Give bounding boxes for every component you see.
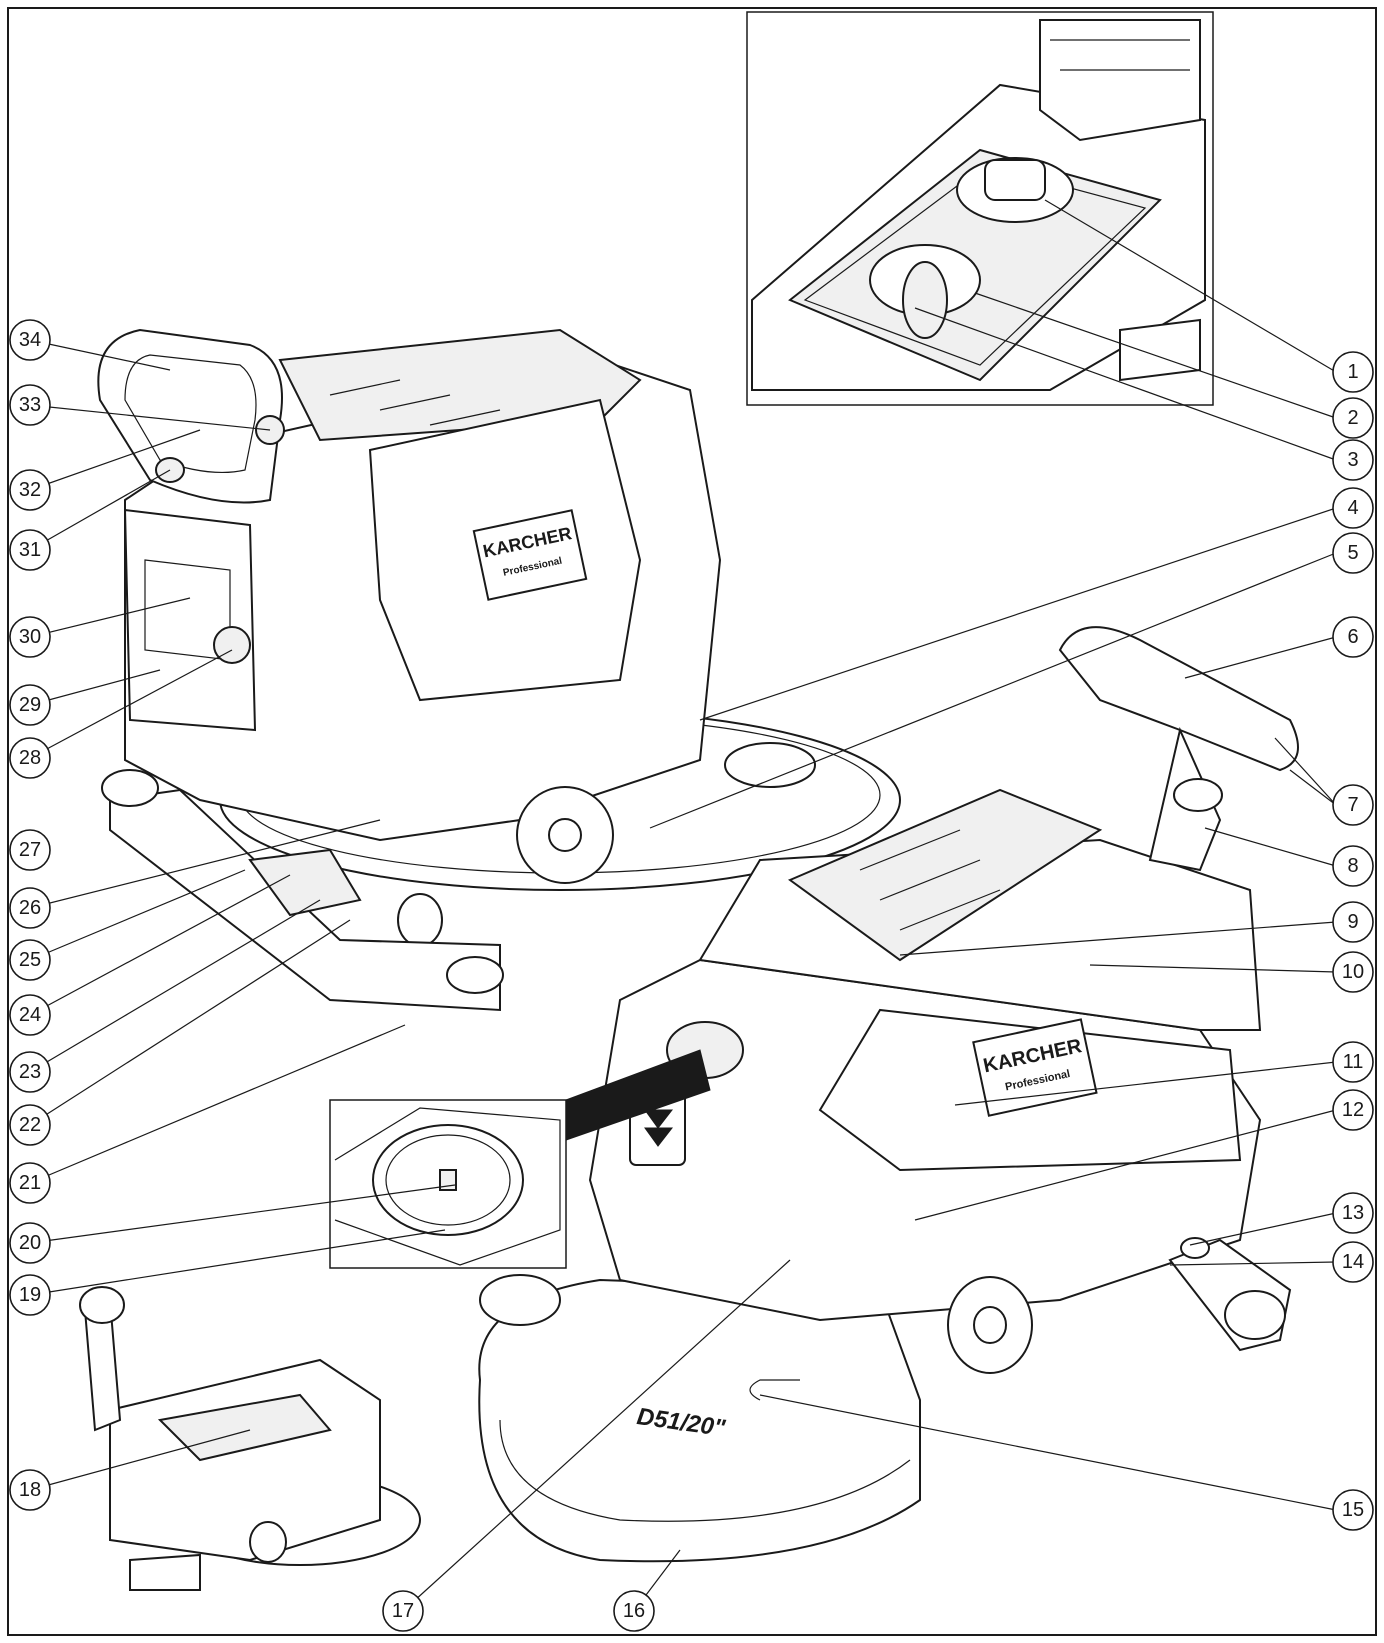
callout-5: 5 — [1332, 532, 1374, 574]
callout-24: 24 — [9, 994, 51, 1036]
callout-label: 23 — [19, 1061, 41, 1083]
callout-label: 12 — [1342, 1099, 1364, 1121]
callout-30: 30 — [9, 616, 51, 658]
callout-18: 18 — [9, 1469, 51, 1511]
callout-label: 4 — [1347, 497, 1358, 519]
callout-label: 32 — [19, 479, 41, 501]
callout-8: 8 — [1332, 845, 1374, 887]
callout-label: 15 — [1342, 1499, 1364, 1521]
callout-2: 2 — [1332, 397, 1374, 439]
callout-label: 19 — [19, 1284, 41, 1306]
callout-20: 20 — [9, 1222, 51, 1264]
callout-label: 33 — [19, 394, 41, 416]
machine-rear-view: KARCHER Professional — [97, 328, 901, 1012]
machine-front-view: D51/20" KARCHER Professional — [478, 626, 1299, 1563]
callout-label: 1 — [1347, 361, 1358, 383]
callout-label: 31 — [19, 539, 41, 561]
leader-lines — [29, 199, 1337, 1612]
callout-32: 32 — [9, 469, 51, 511]
inset-filler-detail — [329, 1049, 711, 1269]
callout-13: 13 — [1332, 1192, 1374, 1234]
callout-15: 15 — [1332, 1489, 1374, 1531]
callout-label: 22 — [19, 1114, 41, 1136]
callout-3: 3 — [1332, 439, 1374, 481]
callout-27: 27 — [9, 829, 51, 871]
callout-label: 3 — [1347, 449, 1358, 471]
callout-34: 34 — [9, 319, 51, 361]
callout-33: 33 — [9, 384, 51, 426]
callout-label: 34 — [19, 329, 41, 351]
callout-21: 21 — [9, 1162, 51, 1204]
callout-19: 19 — [9, 1274, 51, 1316]
callout-7: 7 — [1332, 784, 1374, 826]
callout-label: 18 — [19, 1479, 41, 1501]
callout-28: 28 — [9, 737, 51, 779]
callout-label: 26 — [19, 897, 41, 919]
callout-label: 21 — [19, 1172, 41, 1194]
callout-label: 2 — [1347, 407, 1358, 429]
callout-label: 13 — [1342, 1202, 1364, 1224]
callout-23: 23 — [9, 1051, 51, 1093]
callout-label: 11 — [1343, 1051, 1364, 1073]
callout-label: 17 — [392, 1600, 414, 1622]
callout-10: 10 — [1332, 951, 1374, 993]
callout-9: 9 — [1332, 901, 1374, 943]
diagram-frame — [7, 7, 1377, 1636]
callout-label: 25 — [19, 949, 41, 971]
callout-11: 11 — [1332, 1041, 1374, 1083]
callout-4: 4 — [1332, 487, 1374, 529]
callout-14: 14 — [1332, 1241, 1374, 1283]
callout-label: 14 — [1342, 1251, 1364, 1273]
callout-label: 28 — [19, 747, 41, 769]
callout-25: 25 — [9, 939, 51, 981]
callout-label: 30 — [19, 626, 41, 648]
callout-label: 29 — [19, 694, 41, 716]
callout-1: 1 — [1332, 351, 1374, 393]
callout-17: 17 — [382, 1590, 424, 1632]
callout-label: 5 — [1347, 542, 1358, 564]
callout-label: 16 — [623, 1600, 645, 1622]
callout-12: 12 — [1332, 1089, 1374, 1131]
callout-label: 20 — [19, 1232, 41, 1254]
callout-label: 9 — [1347, 911, 1358, 933]
inset-tank-detail — [746, 11, 1214, 406]
callout-6: 6 — [1332, 616, 1374, 658]
callout-label: 8 — [1347, 855, 1358, 877]
callout-label: 6 — [1347, 626, 1358, 648]
callout-label: 24 — [19, 1004, 41, 1026]
callout-22: 22 — [9, 1104, 51, 1146]
callout-label: 10 — [1342, 961, 1364, 983]
callout-31: 31 — [9, 529, 51, 571]
callout-label: 27 — [19, 839, 41, 861]
callout-label: 7 — [1347, 794, 1358, 816]
callout-16: 16 — [613, 1590, 655, 1632]
callout-26: 26 — [9, 887, 51, 929]
machine-small-view — [79, 1286, 421, 1591]
callout-29: 29 — [9, 684, 51, 726]
